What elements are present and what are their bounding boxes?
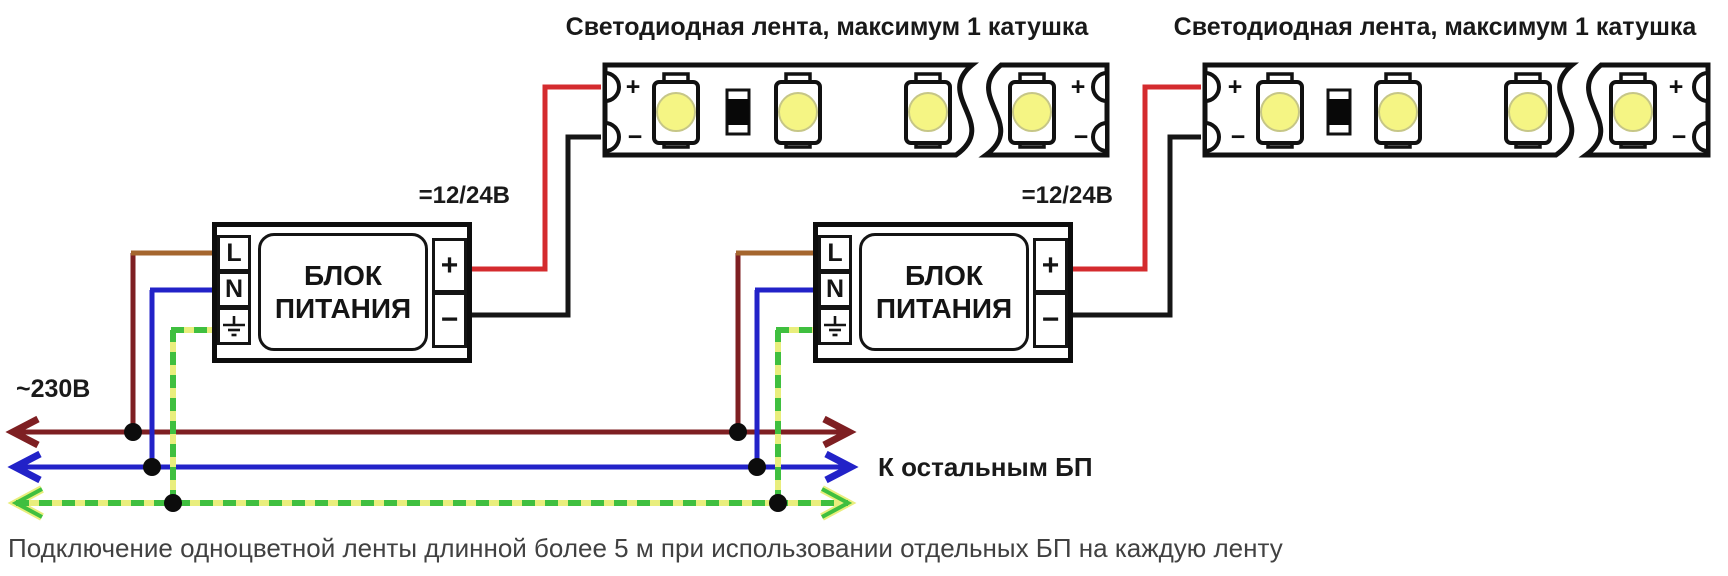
strip1-right-minus-label: − xyxy=(1073,123,1089,151)
junction-dots xyxy=(124,423,787,512)
resistor xyxy=(1326,88,1352,136)
bus-label: К остальным БП xyxy=(878,452,1093,482)
psu1-name-line2: ПИТАНИЯ xyxy=(274,293,412,324)
earth-bus-wire-green xyxy=(16,327,848,506)
dc-minus-psu1 xyxy=(472,134,601,318)
dc-voltage-label-2: =12/24В xyxy=(1021,182,1113,209)
psu1-terminal-n: N xyxy=(217,271,251,308)
psu2-name-line2: ПИТАНИЯ xyxy=(875,293,1013,324)
dc-minus-psu2 xyxy=(1073,134,1201,318)
strip1-left-minus-label: − xyxy=(627,123,643,151)
earth-arrows xyxy=(11,487,853,519)
earth-ground-icon xyxy=(824,316,846,337)
strip2-right-plus-label: + xyxy=(1668,73,1684,101)
psu-1: БЛОК ПИТАНИЯ L N + − xyxy=(212,222,472,363)
dc-plus-psu2 xyxy=(1073,84,1201,272)
psu2-name-line1: БЛОК xyxy=(905,260,983,291)
led-dies xyxy=(656,92,1653,132)
psu2-body: БЛОК ПИТАНИЯ xyxy=(859,233,1029,351)
strip2-title: Светодиодная лента, максимум 1 катушка xyxy=(1173,13,1697,41)
psu2-terminal-n: N xyxy=(818,271,852,308)
neutral-drop-psu1 xyxy=(149,287,215,467)
mains-voltage-label: ~230В xyxy=(16,375,91,403)
resistor xyxy=(725,88,751,136)
earth-arrow-right xyxy=(821,487,853,519)
strip2-right-minus-label: − xyxy=(1671,123,1687,151)
psu2-terminal-minus: − xyxy=(1033,292,1068,348)
strip2-left-plus-label: + xyxy=(1227,73,1243,101)
psu1-terminal-minus: − xyxy=(432,292,467,348)
dc-plus-psu1 xyxy=(472,84,601,272)
strip1-left-plus-label: + xyxy=(625,73,641,101)
dc-minus-wire xyxy=(472,134,1201,318)
strip1-right-plus-label: + xyxy=(1070,73,1086,101)
dc-voltage-label-1: =12/24В xyxy=(418,182,510,209)
neutral-drop-psu2 xyxy=(754,287,816,467)
live-arrow-right xyxy=(822,415,857,449)
psu1-terminal-plus: + xyxy=(432,238,467,293)
psu1-name-line1: БЛОК xyxy=(304,260,382,291)
dc-plus-wire xyxy=(472,84,1201,272)
psu-2: БЛОК ПИТАНИЯ L N + − xyxy=(813,222,1073,363)
strip2-left-minus-label: − xyxy=(1230,123,1246,151)
psu2-terminal-plus: + xyxy=(1033,238,1068,293)
solder-pads xyxy=(603,70,1109,154)
neutral-arrow-right xyxy=(824,450,859,484)
earth-arrow-left xyxy=(11,487,43,519)
caption: Подключение одноцветной ленты длинной бо… xyxy=(8,533,1283,563)
psu1-body: БЛОК ПИТАНИЯ xyxy=(258,233,428,351)
solder-pads xyxy=(1203,70,1710,154)
neutral-arrow-left xyxy=(7,450,42,484)
psu1-terminal-l: L xyxy=(217,235,251,272)
psu2-terminal-earth xyxy=(818,307,852,345)
earth-ground-icon xyxy=(223,316,245,337)
live-arrow-left xyxy=(5,415,40,449)
psu2-terminal-l: L xyxy=(818,235,852,272)
psu1-terminal-earth xyxy=(217,307,251,345)
strip1-title: Светодиодная лента, максимум 1 катушка xyxy=(565,13,1089,41)
